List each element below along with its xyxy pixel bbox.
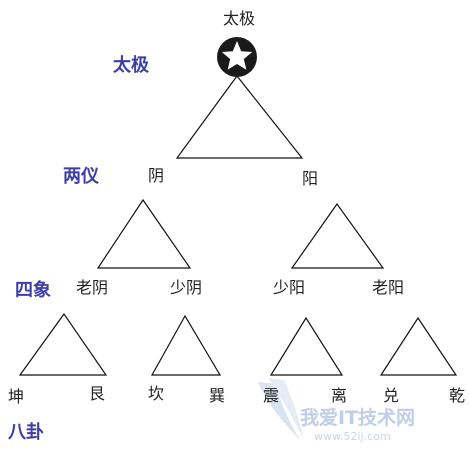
triangle-liangyi xyxy=(175,75,304,159)
root-label: 太极 xyxy=(223,9,255,28)
triangle-bagua-3 xyxy=(269,316,344,376)
node-zhen: 震 xyxy=(263,386,279,405)
node-old-yin: 老阴 xyxy=(76,278,108,297)
triangle-bagua-4 xyxy=(379,316,458,376)
watermark-swoosh-icon xyxy=(258,382,300,440)
node-young-yang: 少阳 xyxy=(273,278,305,297)
node-yang: 阳 xyxy=(302,169,318,188)
node-xun: 巽 xyxy=(209,386,225,405)
node-gen: 艮 xyxy=(89,384,105,403)
node-young-yin: 少阴 xyxy=(170,278,202,297)
watermark-text: 我爱IT技术网 xyxy=(300,406,415,429)
triangle-bagua-1 xyxy=(18,312,108,376)
node-li: 离 xyxy=(331,386,347,405)
watermark: 我爱IT技术网 www.52ij.com xyxy=(258,378,415,443)
triangle-sixiang-yang xyxy=(290,202,385,269)
level-label-taiji: 太极 xyxy=(113,54,150,76)
node-yin: 阴 xyxy=(148,166,164,185)
triangle-sixiang-yin xyxy=(96,198,192,269)
node-dui: 兑 xyxy=(383,386,399,405)
star-icon xyxy=(217,37,257,77)
watermark-url: www.52ij.com xyxy=(314,430,391,443)
node-kan: 坎 xyxy=(148,384,164,403)
node-old-yang: 老阳 xyxy=(372,278,404,297)
triangle-bagua-2 xyxy=(150,314,222,376)
node-qian: 乾 xyxy=(449,386,465,405)
watermark-swoosh-icon-2 xyxy=(268,378,304,440)
level-label-bagua: 八卦 xyxy=(8,421,44,443)
node-kun: 坤 xyxy=(8,387,24,406)
level-label-sixiang: 四象 xyxy=(15,279,51,301)
level-label-liangyi: 两仪 xyxy=(63,166,100,187)
